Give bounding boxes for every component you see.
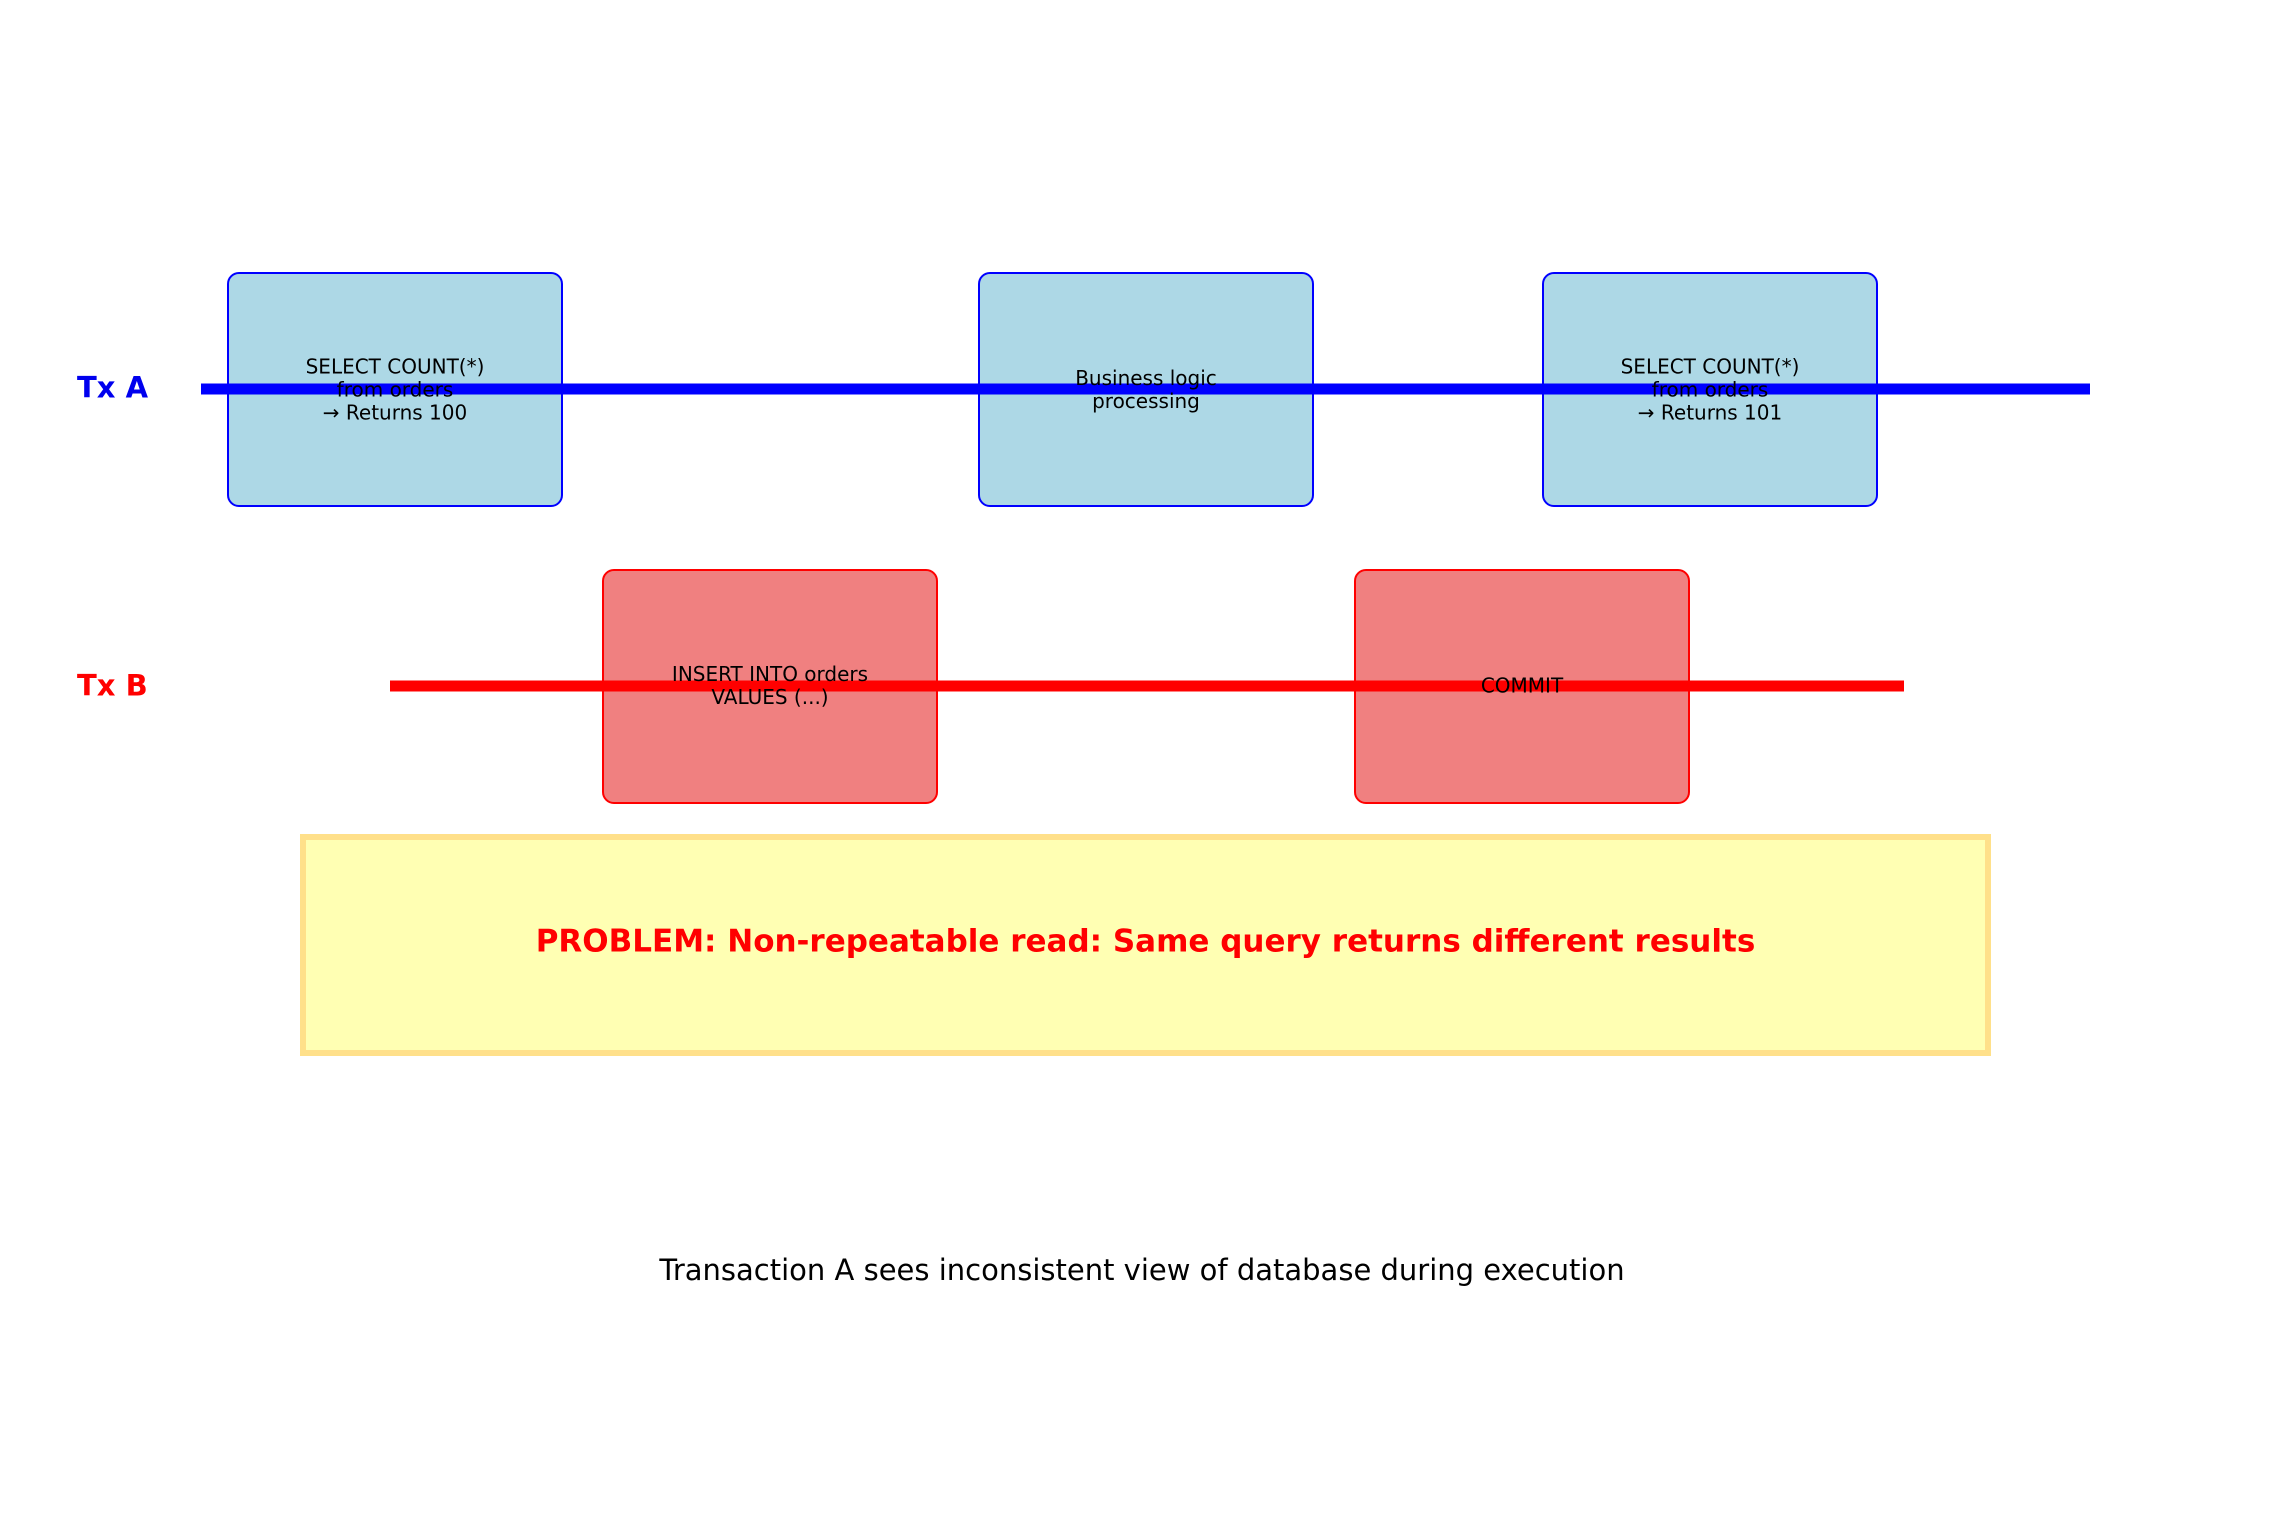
step-text-tx-b-commit: COMMIT: [1480, 673, 1564, 698]
problem-callout: PROBLEM: Non-repeatable read: Same query…: [300, 834, 1991, 1056]
timeline-line-tx-b: [390, 680, 1904, 692]
lane-label-tx-b: Tx B: [77, 668, 148, 703]
step-text-tx-a-select-2: SELECT COUNT(*) from orders → Returns 10…: [1620, 354, 1800, 425]
timeline-line-tx-a: [201, 383, 2090, 395]
lane-label-tx-a: Tx A: [77, 370, 149, 405]
step-text-tx-a-business-logic: Business logic processing: [1075, 366, 1217, 413]
diagram-caption: Transaction A sees inconsistent view of …: [659, 1253, 1625, 1287]
step-text-tx-a-select-1: SELECT COUNT(*) from orders → Returns 10…: [305, 354, 485, 425]
step-text-tx-b-insert: INSERT INTO orders VALUES (...): [671, 662, 869, 709]
problem-text: PROBLEM: Non-repeatable read: Same query…: [535, 923, 1756, 960]
